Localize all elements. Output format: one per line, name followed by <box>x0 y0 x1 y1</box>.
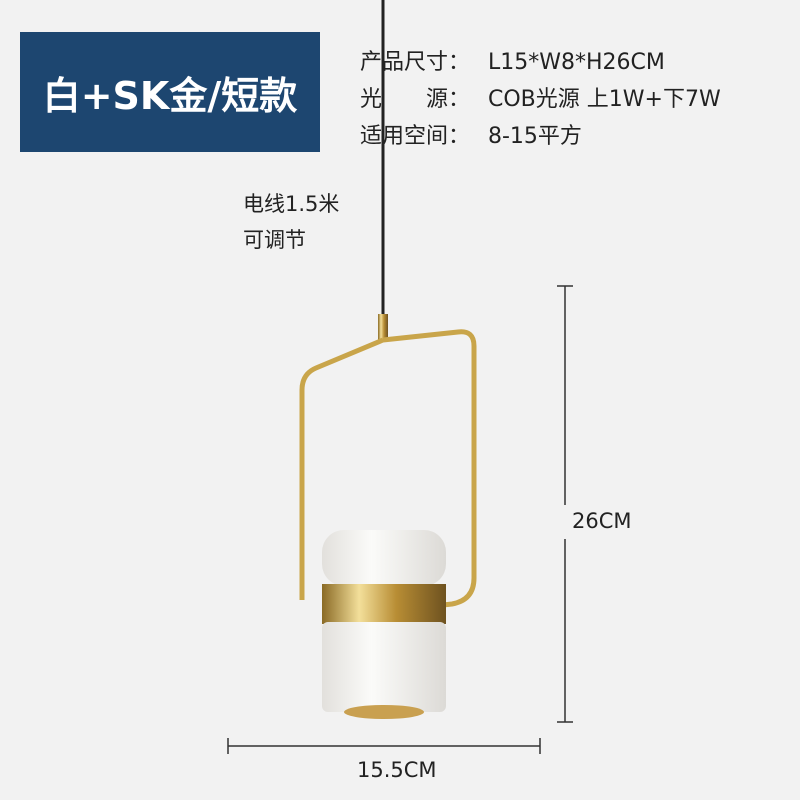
cable-clamp <box>378 314 388 340</box>
spec-light-source: 光 源： COB光源 上1W+下7W <box>360 81 721 118</box>
spec-label: 适用空间： <box>360 124 471 149</box>
gold-band <box>322 584 446 624</box>
spec-space: 适用空间： 8-15平方 <box>360 118 721 155</box>
frosted-top-shade <box>322 530 446 586</box>
height-label: 26CM <box>572 509 632 533</box>
white-lamp-body <box>322 622 446 712</box>
product-variant-banner: 白+SK金/短款 <box>20 32 320 152</box>
spec-label: 光 源： <box>360 87 471 112</box>
cable-length: 电线1.5米 <box>243 192 340 216</box>
spec-size: 产品尺寸： L15*W8*H26CM <box>360 44 721 81</box>
spec-label: 产品尺寸： <box>360 50 471 75</box>
cable-adjustable: 可调节 <box>243 228 306 252</box>
spec-list: 产品尺寸： L15*W8*H26CM 光 源： COB光源 上1W+下7W 适用空间… <box>360 44 721 155</box>
spec-value: COB光源 上1W+下7W <box>488 87 721 112</box>
cable-note: 电线1.5米 可调节 <box>243 186 339 258</box>
spec-value: 8-15平方 <box>488 124 582 149</box>
spec-value: L15*W8*H26CM <box>488 50 665 75</box>
gold-frame <box>299 329 477 609</box>
light-emitter <box>344 705 424 719</box>
width-label: 15.5CM <box>357 758 437 782</box>
